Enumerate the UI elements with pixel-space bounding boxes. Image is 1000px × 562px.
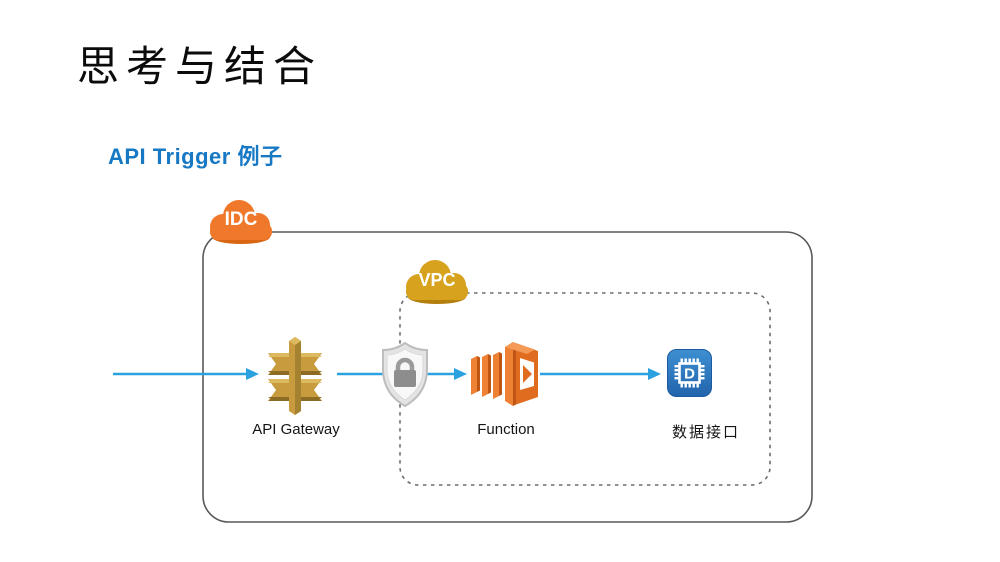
vpc-zone-label: VPC	[418, 269, 456, 290]
arrow-inbound-head-icon	[246, 368, 259, 380]
chip-icon: D	[667, 349, 712, 397]
arrow-function-to-data-head-icon	[648, 368, 661, 380]
section-subtitle: API Trigger 例子	[108, 144, 283, 169]
idc-zone-label: IDC	[224, 208, 258, 230]
api-gateway-icon	[268, 337, 322, 415]
cloud-icon	[210, 200, 272, 244]
vpc-cloud-badge: VPC	[402, 260, 472, 305]
function-compute-icon	[471, 342, 538, 406]
cloud-icon	[406, 260, 468, 304]
api-gateway-label: API Gateway	[252, 421, 340, 438]
arrow-gateway-to-function-head-icon	[454, 368, 467, 380]
idc-zone-boundary	[202, 231, 813, 523]
data-interface-label: 数据接口	[671, 424, 740, 441]
vpc-zone-boundary	[399, 292, 771, 486]
page-title: 思考与结合	[77, 45, 323, 91]
security-shield-lock-icon	[382, 341, 428, 408]
chip-letter: D	[684, 366, 695, 383]
idc-cloud-badge: IDC	[206, 199, 276, 245]
function-label: Function	[477, 421, 535, 438]
